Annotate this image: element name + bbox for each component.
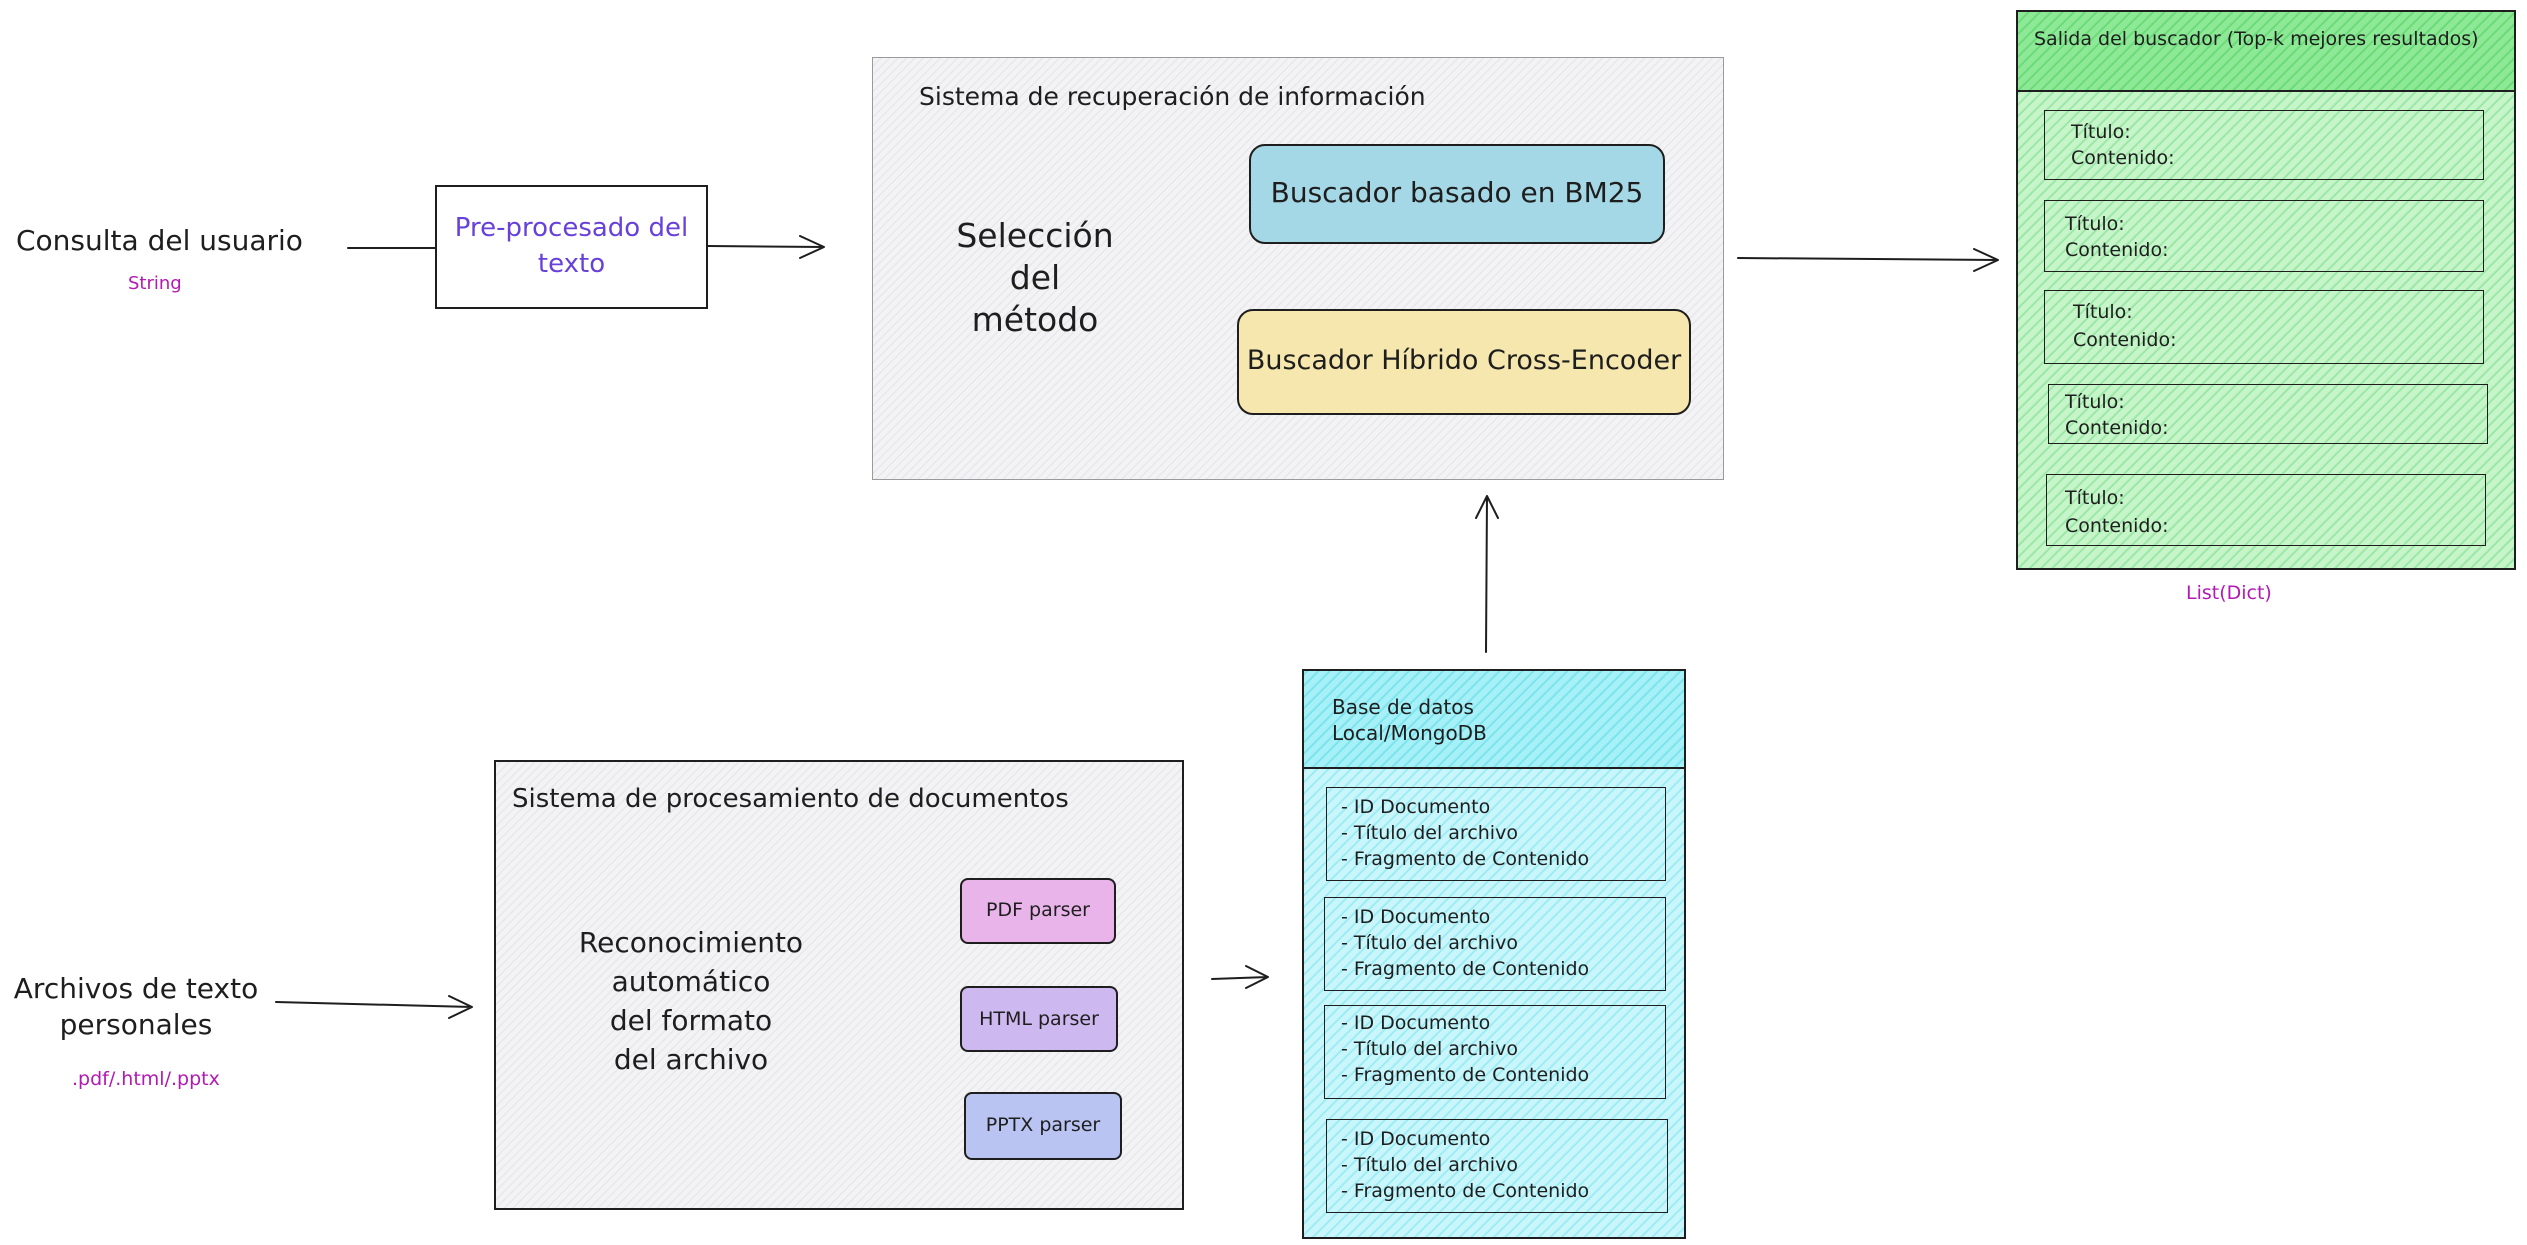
record-id-field: - ID Documento (1341, 1012, 1491, 1034)
bm25-method-box: Buscador basado en BM25 (1249, 144, 1665, 244)
record-title-field: - Título del archivo (1341, 822, 1518, 844)
preprocess-label-line1: Pre-procesado del (454, 213, 689, 243)
result-card: Título: Contenido: (2044, 290, 2484, 364)
retrieval-to-output-arrow (1737, 248, 1999, 272)
hybrid-method-label: Buscador Híbrido Cross-Encoder (1246, 345, 1682, 376)
processing-system-title: Sistema de procesamiento de documentos (512, 784, 1069, 814)
selection-line1: Selección (956, 216, 1114, 255)
database-panel: Base de datos Local/MongoDB - ID Documen… (1302, 669, 1686, 1239)
recognition-line1: Reconocimiento (578, 926, 804, 959)
result-title-label: Título: (2071, 121, 2131, 143)
record-id-field: - ID Documento (1341, 796, 1491, 818)
html-parser-label: HTML parser (979, 1008, 1099, 1030)
selection-line3: método (971, 300, 1099, 339)
result-title-label: Título: (2065, 487, 2125, 509)
document-record: - ID Documento - Título del archivo - Fr… (1324, 897, 1666, 991)
record-id-field: - ID Documento (1341, 906, 1491, 928)
result-card: Título: Contenido: (2046, 474, 2486, 546)
preprocess-label-line2: texto (537, 249, 606, 279)
database-title-line1: Base de datos (1332, 695, 1474, 719)
processing-system-panel: Sistema de procesamiento de documentos R… (494, 760, 1184, 1210)
recognition-line3: del formato (609, 1004, 773, 1037)
database-to-retrieval-arrow (1475, 495, 1499, 653)
retrieval-system-panel: Sistema de recuperación de información S… (872, 57, 1724, 480)
result-title-label: Título: (2073, 301, 2133, 323)
files-label-line2: personales (59, 1008, 213, 1041)
selection-line2: del (1009, 258, 1061, 297)
result-title-label: Título: (2065, 213, 2125, 235)
retrieval-system-title: Sistema de recuperación de información (919, 82, 1426, 111)
result-card: Título: Contenido: (2044, 200, 2484, 272)
recognition-line4: del archivo (613, 1043, 769, 1076)
output-type-note: List(Dict) (2186, 582, 2272, 604)
recognition-line2: automático (611, 965, 771, 998)
record-title-field: - Título del archivo (1341, 932, 1518, 954)
result-content-label: Contenido: (2071, 147, 2175, 169)
files-to-processing-arrow (275, 995, 473, 1019)
record-content-field: - Fragmento de Contenido (1341, 848, 1590, 870)
result-content-label: Contenido: (2073, 329, 2177, 351)
output-header: Salida del buscador (Top-k mejores resul… (2018, 12, 2514, 92)
record-content-field: - Fragmento de Contenido (1341, 1064, 1590, 1086)
query-type-note: String (128, 273, 182, 294)
result-card: Título: Contenido: (2044, 110, 2484, 180)
query-label: Consulta del usuario (16, 224, 303, 257)
bm25-method-label: Buscador basado en BM25 (1270, 176, 1644, 209)
record-title-field: - Título del archivo (1341, 1154, 1518, 1176)
pptx-parser-label: PPTX parser (985, 1114, 1101, 1136)
pdf-parser-label: PDF parser (986, 899, 1090, 921)
record-id-field: - ID Documento (1341, 1128, 1491, 1150)
files-formats-note: .pdf/.html/.pptx (72, 1068, 220, 1090)
output-title: Salida del buscador (Top-k mejores resul… (2034, 28, 2479, 50)
record-title-field: - Título del archivo (1341, 1038, 1518, 1060)
hybrid-method-box: Buscador Híbrido Cross-Encoder (1237, 309, 1691, 415)
result-content-label: Contenido: (2065, 417, 2169, 439)
document-record: - ID Documento - Título del archivo - Fr… (1326, 787, 1666, 881)
preprocess-to-retrieval-arrow (707, 235, 825, 259)
result-content-label: Contenido: (2065, 239, 2169, 261)
output-panel: Salida del buscador (Top-k mejores resul… (2016, 10, 2516, 570)
processing-to-database-arrow (1211, 965, 1269, 989)
result-title-label: Título: (2065, 391, 2125, 413)
pdf-parser-box: PDF parser (960, 878, 1116, 944)
document-record: - ID Documento - Título del archivo - Fr… (1324, 1005, 1666, 1099)
record-content-field: - Fragmento de Contenido (1341, 958, 1590, 980)
pptx-parser-box: PPTX parser (964, 1092, 1122, 1160)
document-record: - ID Documento - Título del archivo - Fr… (1326, 1119, 1668, 1213)
result-card: Título: Contenido: (2048, 384, 2488, 444)
database-title-line2: Local/MongoDB (1332, 721, 1487, 745)
html-parser-box: HTML parser (960, 986, 1118, 1052)
files-label-line1: Archivos de texto (13, 972, 259, 1005)
preprocess-box: Pre-procesado del texto (435, 185, 708, 309)
record-content-field: - Fragmento de Contenido (1341, 1180, 1590, 1202)
database-header: Base de datos Local/MongoDB (1304, 671, 1684, 769)
result-content-label: Contenido: (2065, 515, 2169, 537)
